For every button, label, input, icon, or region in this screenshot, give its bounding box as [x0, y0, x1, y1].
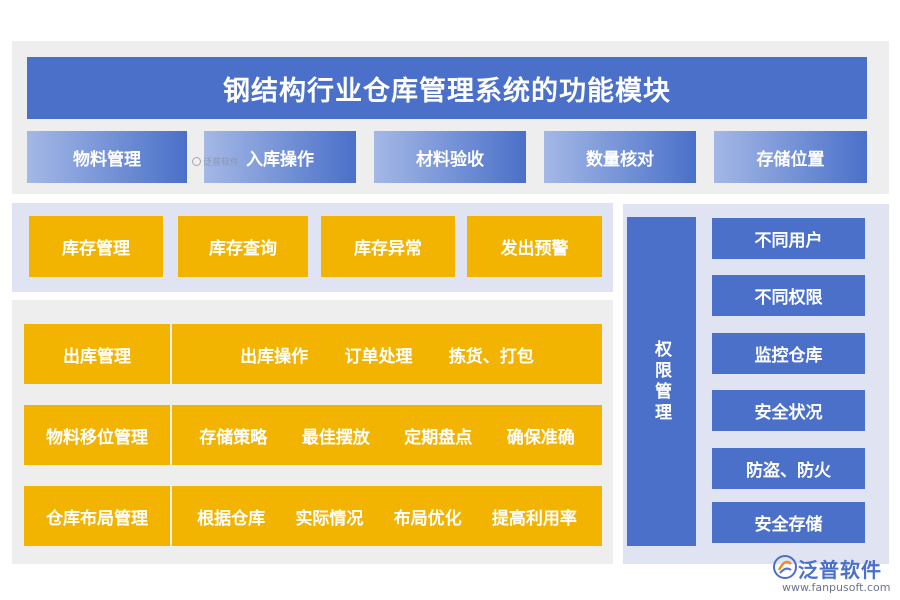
tab-material-management: 物料管理 — [27, 131, 187, 183]
brand-logo: 泛普软件 www.fanpusoft.com — [770, 552, 895, 598]
brand-name: 泛普软件 — [798, 558, 882, 582]
layout-item: 根据仓库 — [197, 508, 266, 529]
outbound-label: 出库管理 — [24, 324, 170, 384]
permission-management: 权限管理 — [627, 217, 696, 546]
outbound-item: 拣货、打包 — [448, 346, 534, 367]
relocation-items: 存储策略 最佳摆放 定期盘点 确保准确 — [172, 405, 602, 465]
brand-mark-icon — [773, 555, 797, 579]
layout-label: 仓库布局管理 — [24, 486, 170, 546]
permission-item: 不同权限 — [712, 275, 865, 316]
tab-inbound-operation: 入库操作 — [204, 131, 356, 183]
inventory-exception: 库存异常 — [321, 216, 455, 277]
relocation-item: 存储策略 — [199, 427, 268, 448]
tab-material-inspection: 材料验收 — [374, 131, 526, 183]
relocation-label: 物料移位管理 — [24, 405, 170, 465]
brand-url: www.fanpusoft.com — [782, 581, 891, 594]
issue-warning: 发出预警 — [467, 216, 602, 277]
permission-item: 安全状况 — [712, 390, 865, 431]
outbound-item: 出库操作 — [240, 346, 309, 367]
outbound-items: 出库操作 订单处理 拣货、打包 — [172, 324, 602, 384]
relocation-item: 最佳摆放 — [301, 427, 370, 448]
inventory-query: 库存查询 — [178, 216, 308, 277]
permission-item: 不同用户 — [712, 218, 865, 259]
permission-item: 防盗、防火 — [712, 448, 865, 489]
layout-item: 布局优化 — [393, 508, 462, 529]
watermark-logo-icon — [192, 157, 201, 166]
watermark: 泛普软件 — [192, 155, 239, 168]
outbound-item: 订单处理 — [344, 346, 413, 367]
permission-item: 安全存储 — [712, 502, 865, 543]
tab-quantity-check: 数量核对 — [544, 131, 696, 183]
permission-item: 监控仓库 — [712, 333, 865, 374]
permission-title: 权限管理 — [651, 339, 671, 424]
layout-items: 根据仓库 实际情况 布局优化 提高利用率 — [172, 486, 602, 546]
watermark-text: 泛普软件 — [203, 158, 240, 168]
layout-item: 实际情况 — [295, 508, 364, 529]
relocation-item: 确保准确 — [506, 427, 575, 448]
relocation-item: 定期盘点 — [404, 427, 473, 448]
inventory-management: 库存管理 — [29, 216, 163, 277]
layout-item: 提高利用率 — [491, 508, 577, 529]
diagram-title: 钢结构行业仓库管理系统的功能模块 — [27, 57, 867, 119]
tab-storage-location: 存储位置 — [714, 131, 867, 183]
